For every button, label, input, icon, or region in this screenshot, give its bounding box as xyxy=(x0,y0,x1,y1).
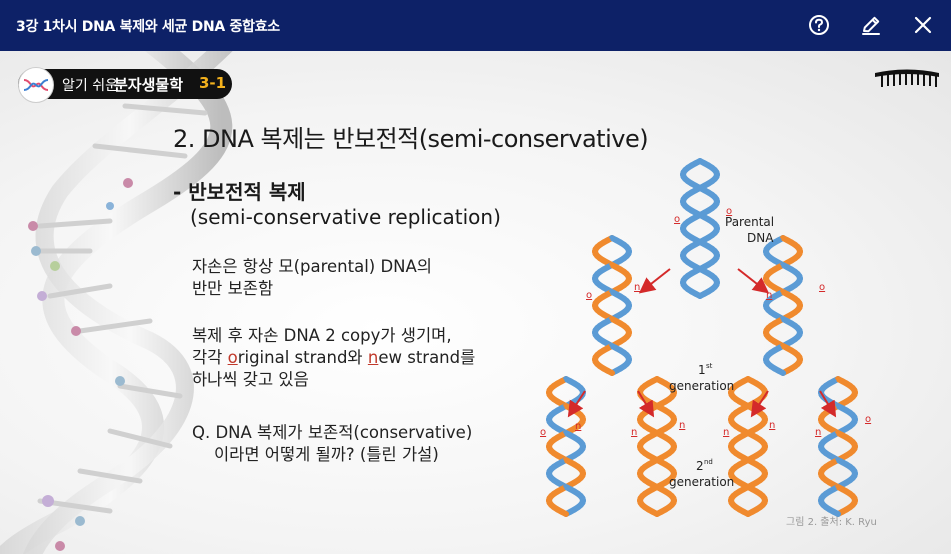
slide-heading: 2. DNA 복제는 반보전적(semi-conservative) xyxy=(173,125,649,153)
close-icon xyxy=(914,16,932,34)
parental-label-2: DNA xyxy=(747,231,774,245)
replication-diagram: Parental DNA 1 st generation 2 nd genera… xyxy=(540,158,871,517)
edit-button[interactable] xyxy=(858,12,884,38)
marker-n: n xyxy=(815,427,821,438)
paragraph-1: 자손은 항상 모(parental) DNA의 반만 보존함 xyxy=(192,256,432,300)
p3-line2: 이라면 어떻게 될까? (틀린 가설) xyxy=(214,445,439,464)
badge-text-bold: 분자생물학 xyxy=(114,76,184,94)
gen2-superscript: nd xyxy=(704,458,713,466)
strand-segment xyxy=(649,508,660,517)
marker-n: n xyxy=(769,420,775,431)
paragraph-3: Q. DNA 복제가 보존적(conservative) 이라면 어떻게 될까?… xyxy=(192,422,472,466)
strand-segment xyxy=(830,508,841,517)
strand-segment xyxy=(558,508,569,517)
publisher-logo xyxy=(875,69,939,87)
window-title: 3강 1차시 DNA 복제와 세균 DNA 중합효소 xyxy=(16,19,280,35)
badge-text-light: 알기 쉬운 xyxy=(62,78,118,94)
marker-n: n xyxy=(723,427,729,438)
gen2-helix-c xyxy=(728,376,768,517)
marker-n: n xyxy=(575,421,581,432)
title-bar: 3강 1차시 DNA 복제와 세균 DNA 중합효소 xyxy=(0,0,951,51)
gen2-number: 2 xyxy=(696,459,704,473)
p2-line2: 각각 original strand와 new strand를 xyxy=(192,347,475,369)
strand-segment xyxy=(604,367,615,376)
marker-o: o xyxy=(726,206,732,217)
close-button[interactable] xyxy=(910,12,936,38)
marker-o: o xyxy=(819,282,825,293)
p1-line1: 자손은 항상 모(parental) DNA의 xyxy=(192,257,432,276)
gen2-helix-a xyxy=(546,376,586,517)
arrow-g1l-b xyxy=(637,390,655,418)
strand-segment xyxy=(775,367,786,376)
p2-line2-a: 각각 xyxy=(192,348,228,367)
marker-o: o xyxy=(865,414,871,425)
marker-n: n xyxy=(766,290,772,301)
parental-helix xyxy=(680,158,720,299)
help-button[interactable] xyxy=(806,12,832,38)
p2-line1: 복제 후 자손 DNA 2 copy가 생기며, xyxy=(192,326,452,345)
strand-segment xyxy=(740,508,751,517)
marker-o: o xyxy=(540,427,546,438)
subheading-en: (semi-conservative replication) xyxy=(190,205,501,229)
arrow-g1r-a xyxy=(750,390,769,418)
gen2-helix-b xyxy=(637,376,677,517)
gen1-superscript: st xyxy=(706,362,713,370)
p1-line2: 반만 보존함 xyxy=(192,279,274,298)
p3-line1: Q. DNA 복제가 보존적(conservative) xyxy=(192,423,473,442)
paragraph-2: 복제 후 자손 DNA 2 copy가 생기며, 각각 original str… xyxy=(192,325,475,391)
arrow-g1l-a xyxy=(567,390,586,418)
gen1-left-helix xyxy=(592,235,632,376)
new-marker: n xyxy=(367,348,379,367)
p2-line3: 하나씩 갖고 있음 xyxy=(192,370,309,389)
gen2-helix-d xyxy=(818,376,858,517)
gen1-number: 1 xyxy=(698,363,706,377)
slide-canvas: 알기 쉬운 분자생물학 3-1 2. DNA 복제는 반보전적(semi-con… xyxy=(0,51,951,554)
subheading-ko: - 반보전적 복제 xyxy=(173,180,306,204)
course-badge: 알기 쉬운 분자생물학 3-1 xyxy=(18,67,232,103)
original-marker: o xyxy=(227,348,238,367)
p2-line2-c: ew strand를 xyxy=(378,348,476,367)
dna-helix-illustration xyxy=(0,51,233,554)
arrow-parent-right xyxy=(737,268,770,294)
marker-n: n xyxy=(631,427,637,438)
figure-credit: 그림 2. 출처: K. Ryu xyxy=(786,517,877,528)
dna-logo-icon xyxy=(18,67,54,103)
gen1-right-helix xyxy=(763,235,803,376)
gen1-label: generation xyxy=(669,379,734,393)
marker-o: o xyxy=(586,290,592,301)
gen2-label: generation xyxy=(669,475,734,489)
parental-label-1: Parental xyxy=(725,215,774,229)
arrow-g1r-b xyxy=(819,390,837,418)
question-circle-icon xyxy=(809,15,829,35)
arrow-parent-left xyxy=(638,268,671,294)
strand-segment xyxy=(692,290,703,299)
marker-n: n xyxy=(634,282,640,293)
p2-line2-b: riginal strand와 xyxy=(237,348,368,367)
marker-n: n xyxy=(679,420,685,431)
pencil-icon xyxy=(862,16,880,35)
badge-number: 3-1 xyxy=(199,74,227,92)
marker-o: o xyxy=(674,214,680,225)
